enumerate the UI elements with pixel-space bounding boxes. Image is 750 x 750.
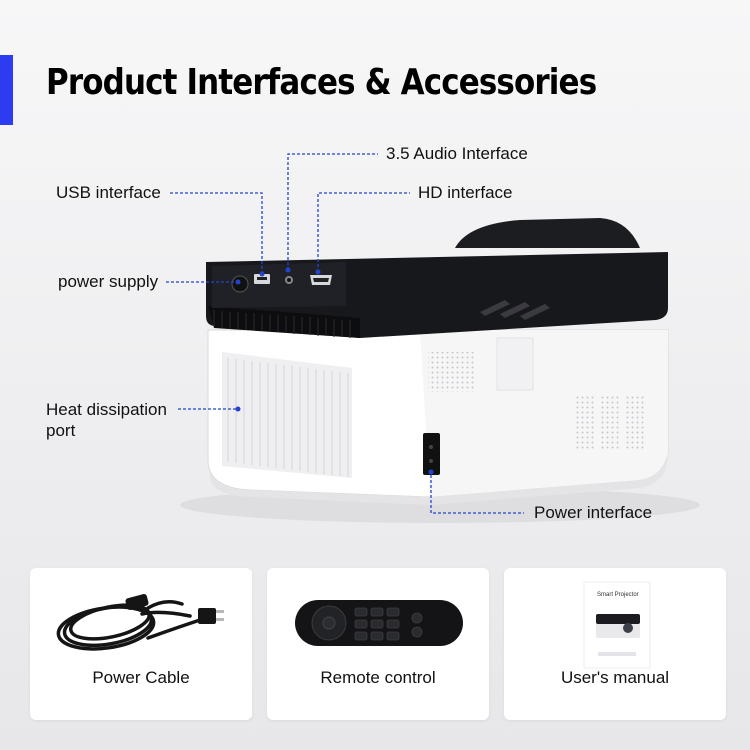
accessory-card-users-manual: Smart Projector User's manual <box>504 568 726 720</box>
accessory-label-remote-control: Remote control <box>320 668 436 687</box>
remote-control-image <box>295 600 463 646</box>
manual-cover-title: Smart Projector <box>597 592 639 598</box>
users-manual-image: Smart Projector <box>583 581 651 669</box>
heat-dissipation-label-line1: Heat dissipation <box>46 400 167 419</box>
usb-interface-label: USB interface <box>56 183 161 202</box>
title-accent-bar <box>0 55 13 125</box>
accessory-label-users-manual: User's manual <box>560 668 670 687</box>
heat-dissipation-label-line2: port <box>46 421 76 440</box>
accessory-label-power-cable: Power Cable <box>92 668 190 687</box>
power-supply-label: power supply <box>58 272 159 291</box>
accessory-card-power-cable: Power Cable <box>30 568 252 720</box>
hd-interface-label: HD interface <box>418 183 513 202</box>
power-interface-label: Power interface <box>534 503 653 522</box>
accessory-card-remote-control: Remote control <box>267 568 489 720</box>
audio-interface-label: 3.5 Audio Interface <box>386 144 528 163</box>
page-title: Product Interfaces & Accessories <box>46 62 597 103</box>
heat-dissipation-label: Heat dissipation port <box>46 399 186 441</box>
power-cable-image <box>56 594 224 651</box>
